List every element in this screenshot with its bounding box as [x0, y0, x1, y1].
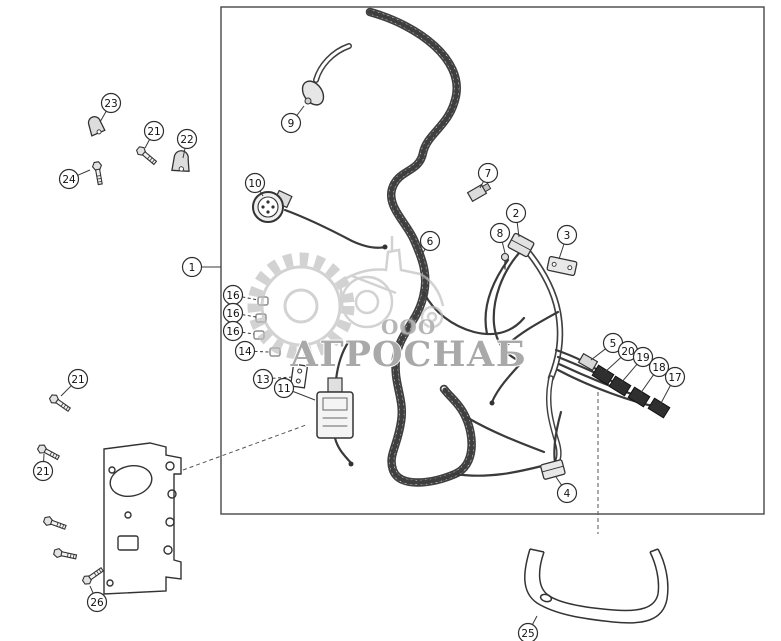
bolt-24 — [91, 160, 106, 186]
bolt-8 — [500, 252, 510, 270]
bolt-21-top — [134, 144, 159, 167]
bracket-13 — [289, 363, 309, 389]
clamp-22 — [171, 150, 190, 173]
bracket-drawing — [524, 548, 669, 624]
clamp-23 — [87, 116, 106, 137]
connector-9 — [301, 80, 325, 106]
watermark-company-name: АГРОСНАБ — [290, 334, 527, 375]
clamp-5 — [577, 352, 599, 372]
watermark-company-prefix: ООО — [381, 315, 437, 339]
loose-parts-top-left — [87, 116, 190, 186]
module-11 — [316, 377, 354, 439]
mounting-bolts — [35, 392, 106, 587]
connector-17 — [647, 397, 671, 419]
connector-3 — [546, 255, 578, 277]
sensor-7 — [466, 182, 492, 203]
construction-lines — [182, 392, 599, 534]
tractor-icon — [338, 236, 445, 329]
gear-icon — [247, 252, 355, 360]
connector-10 — [252, 189, 293, 223]
watermark-logo — [247, 236, 445, 360]
diagram-frame — [220, 6, 765, 515]
connector-4 — [540, 459, 566, 480]
connector-2 — [507, 232, 535, 258]
harness-drawing — [252, 12, 671, 483]
mounting-plate-drawing — [103, 442, 182, 595]
